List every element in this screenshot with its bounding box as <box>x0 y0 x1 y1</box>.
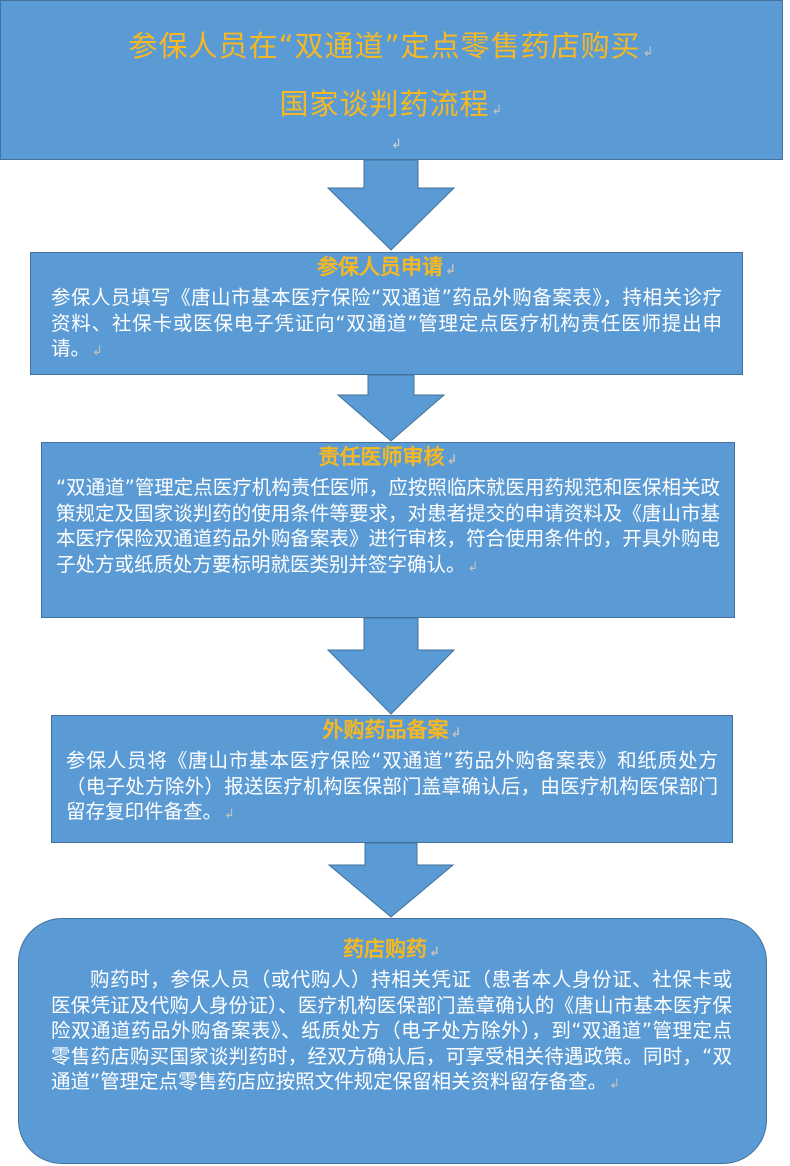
paragraph-mark-icon: ↲ <box>391 137 402 152</box>
step-title-pharmacy: 药店购药↲ <box>343 937 440 961</box>
paragraph-mark-icon: ↲ <box>429 945 440 960</box>
step-body-pharmacy: 购药时，参保人员（或代购人）持相关凭证（患者本人身份证、社保卡或医保凭证及代购人… <box>51 968 732 1093</box>
paragraph-mark-icon: ↲ <box>224 807 235 822</box>
paragraph-mark-icon: ↲ <box>642 45 655 60</box>
flow-arrow-3 <box>326 618 456 715</box>
paragraph-mark-icon: ↲ <box>491 103 504 118</box>
step-body-apply: 参保人员填写《唐山市基本医疗保险“双通道”药品外购备案表》，持相关诊疗资料、社保… <box>51 286 722 360</box>
step-box-apply: 参保人员申请↲ 参保人员填写《唐山市基本医疗保险“双通道”药品外购备案表》，持相… <box>30 252 743 375</box>
title-text-1: 参保人员在“双通道”定点零售药店购买 <box>128 29 641 63</box>
paragraph-mark-icon: ↲ <box>446 453 458 468</box>
step-body-filing: 参保人员将《唐山市基本医疗保险“双通道”药品外购备案表》和纸质处方（电子处方除外… <box>66 749 718 823</box>
step-title-review: 责任医师审核↲ <box>318 445 458 469</box>
flowchart-title-box: 参保人员在“双通道”定点零售药店购买↲ 国家谈判药流程↲ ↲ <box>0 0 783 160</box>
paragraph-mark-icon: ↲ <box>467 559 479 575</box>
flow-arrow-2 <box>336 375 446 442</box>
title-line-1: 参保人员在“双通道”定点零售药店购买↲ <box>1 23 782 65</box>
step-title-filing: 外购药品备案↲ <box>322 718 462 742</box>
step-body-review: “双通道”管理定点医疗机构责任医师，应按照临床就医用药规范和医保相关政策规定及国… <box>56 476 720 576</box>
flow-arrow-1 <box>326 160 456 251</box>
step-box-pharmacy: 药店购药↲ 购药时，参保人员（或代购人）持相关凭证（患者本人身份证、社保卡或医保… <box>18 918 767 1164</box>
step-title-apply: 参保人员申请↲ <box>317 255 456 279</box>
title-text-2: 国家谈判药流程 <box>279 87 490 121</box>
paragraph-mark-icon: ↲ <box>445 263 456 278</box>
step-box-filing: 外购药品备案↲ 参保人员将《唐山市基本医疗保险“双通道”药品外购备案表》和纸质处… <box>51 715 733 843</box>
paragraph-mark-icon: ↲ <box>609 1077 621 1092</box>
paragraph-mark-icon: ↲ <box>92 344 103 359</box>
paragraph-mark-icon: ↲ <box>450 726 462 741</box>
flow-arrow-4 <box>327 843 455 918</box>
step-box-review: 责任医师审核↲ “双通道”管理定点医疗机构责任医师，应按照临床就医用药规范和医保… <box>41 442 735 618</box>
title-line-2: 国家谈判药流程↲ <box>1 81 782 123</box>
